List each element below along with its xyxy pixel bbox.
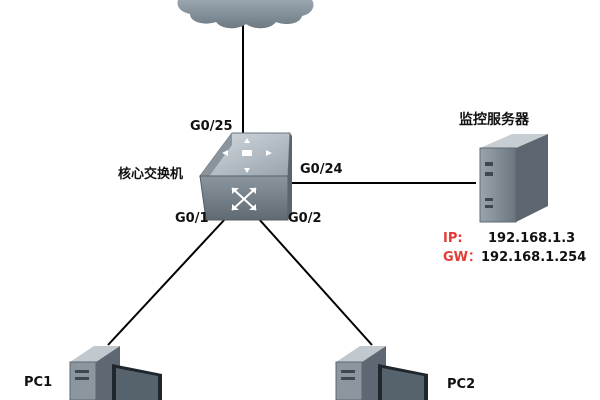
link-switch-pc1 bbox=[107, 217, 227, 346]
switch-icon bbox=[199, 132, 292, 221]
pc2-label: PC2 bbox=[447, 377, 476, 392]
port-label-g0-25: G0/25 bbox=[190, 119, 233, 134]
pc-icon bbox=[335, 346, 428, 400]
cloud-icon bbox=[177, 0, 314, 29]
server-title: 监控服务器 bbox=[459, 112, 529, 128]
server-gw-value: 192.168.1.254 bbox=[481, 250, 587, 265]
links bbox=[107, 18, 476, 346]
server-icon bbox=[479, 134, 548, 223]
pc1-label: PC1 bbox=[24, 375, 53, 390]
pc-icon bbox=[69, 346, 162, 400]
link-switch-pc2 bbox=[257, 217, 373, 346]
server-ip-key: IP: bbox=[443, 231, 463, 246]
server-ip-value: 192.168.1.3 bbox=[488, 231, 576, 246]
port-label-g0-24: G0/24 bbox=[300, 162, 343, 177]
port-label-g0-2: G0/2 bbox=[288, 211, 322, 226]
port-label-g0-1: G0/1 bbox=[175, 211, 209, 226]
server-gw-key: GW： bbox=[443, 250, 482, 265]
switch-label: 核心交换机 bbox=[118, 167, 184, 182]
